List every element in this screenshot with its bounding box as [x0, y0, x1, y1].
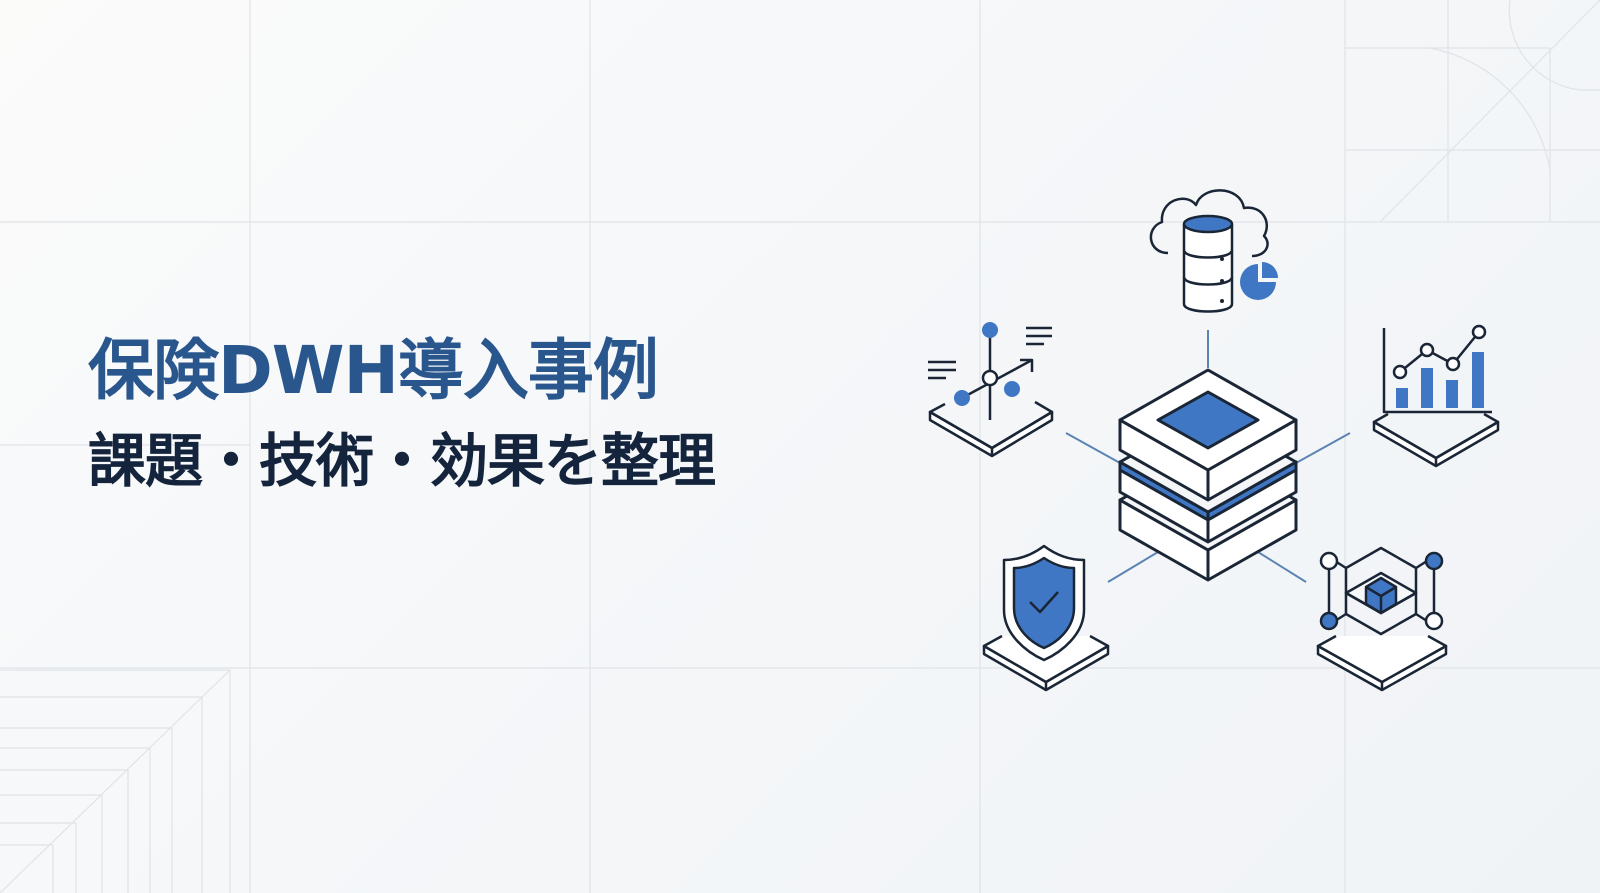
node-dot	[954, 390, 970, 406]
bar-chart-bars	[1396, 352, 1484, 408]
slide-subtitle: 課題・技術・効果を整理	[88, 427, 716, 495]
dwh-stack-icon	[1118, 368, 1298, 582]
line-chart-series	[1392, 324, 1487, 380]
bar-line-chart-icon	[1372, 328, 1500, 468]
node-dot	[982, 322, 998, 338]
title-block: 保険DWH導入事例 課題・技術・効果を整理	[88, 332, 716, 495]
connector-lines	[1065, 330, 1351, 583]
security-shield-icon	[982, 544, 1110, 692]
analytics-network-icon	[928, 326, 1054, 458]
node-dot	[1004, 381, 1020, 397]
data-cube-network-icon	[1316, 546, 1448, 692]
pie-chart-icon	[1240, 262, 1278, 300]
cloud-database-icon	[1149, 189, 1269, 313]
slide-title: 保険DWH導入事例	[88, 332, 659, 409]
